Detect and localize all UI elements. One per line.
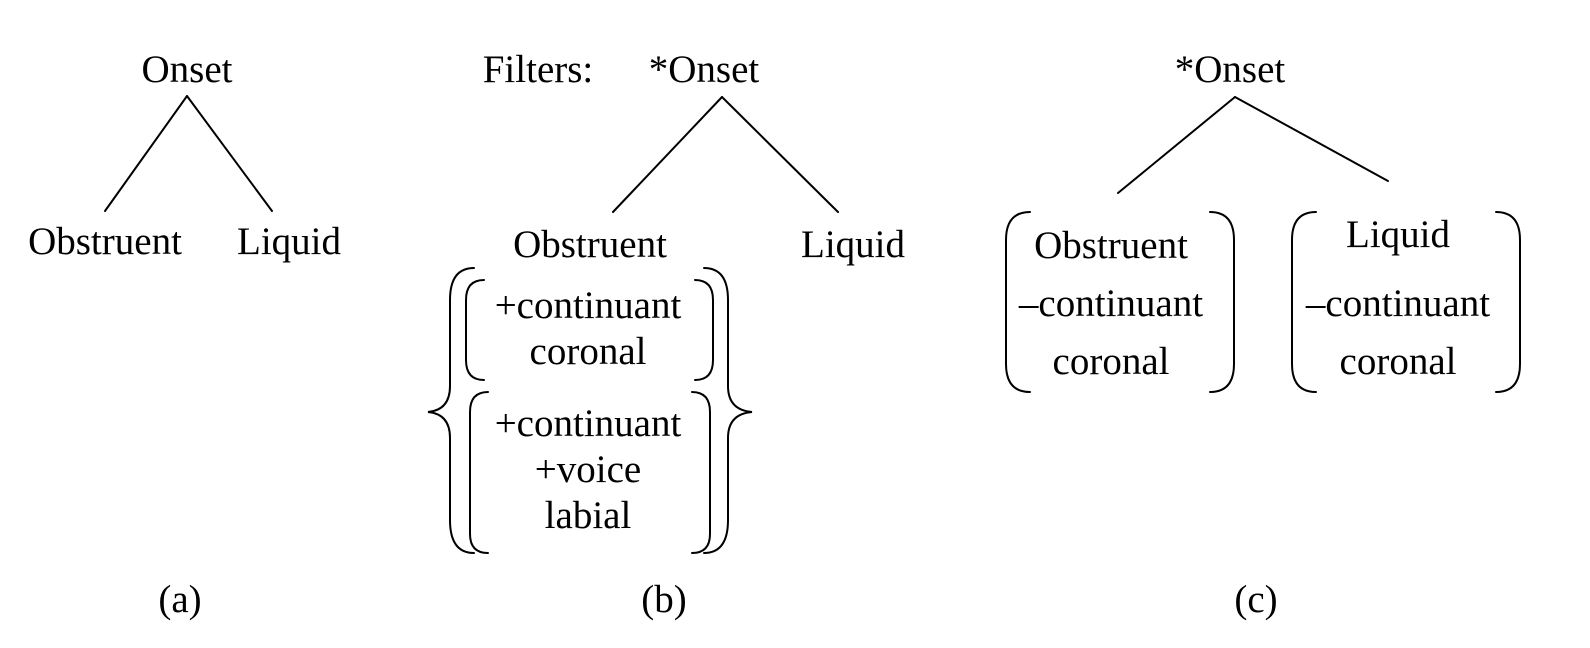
branch-a-right bbox=[186, 95, 273, 212]
c-right-feature-line: coronal bbox=[1339, 340, 1457, 383]
branch-c-left bbox=[1117, 96, 1236, 194]
c-right-feature-line: Liquid bbox=[1346, 213, 1450, 256]
c-left-feature-line: coronal bbox=[1052, 340, 1170, 383]
option1-feature-line: +continuant bbox=[494, 284, 682, 327]
panel-c-root-label: *Onset bbox=[1174, 48, 1286, 91]
option2-feature-line: +voice bbox=[534, 448, 642, 491]
panel-b-caption: (b) bbox=[641, 578, 687, 621]
panel-b-obstruent-label: Obstruent bbox=[513, 223, 667, 266]
c-right-paren-left bbox=[1291, 211, 1317, 393]
panel-a-obstruent-label: Obstruent bbox=[28, 220, 182, 263]
option2-feature-line: labial bbox=[544, 494, 632, 537]
c-left-paren-left bbox=[1005, 211, 1031, 393]
option2-feature-line: +continuant bbox=[494, 402, 682, 445]
option2-paren-left bbox=[469, 391, 489, 554]
option1-feature-line: coronal bbox=[529, 330, 647, 373]
branch-b-left bbox=[612, 96, 723, 213]
option1-paren-left bbox=[465, 279, 485, 381]
panel-a-liquid-label: Liquid bbox=[237, 220, 341, 263]
c-right-paren-right bbox=[1495, 211, 1521, 393]
c-right-feature-line: –continuant bbox=[1305, 282, 1491, 325]
curly-brace-right bbox=[703, 267, 753, 554]
panel-a-caption: (a) bbox=[158, 578, 202, 621]
panel-c-caption: (c) bbox=[1234, 578, 1278, 621]
panel-b-filters-label: Filters: bbox=[482, 48, 594, 91]
branch-b-right bbox=[721, 96, 839, 213]
branch-a-left bbox=[104, 95, 188, 212]
curly-brace-left bbox=[427, 267, 475, 554]
option1-paren-right bbox=[694, 279, 714, 381]
c-left-feature-line: Obstruent bbox=[1034, 224, 1188, 267]
panel-a-root-label: Onset bbox=[141, 48, 233, 91]
option2-paren-right bbox=[691, 391, 711, 554]
c-left-paren-right bbox=[1209, 211, 1235, 393]
c-left-feature-line: –continuant bbox=[1018, 282, 1204, 325]
branch-c-right bbox=[1234, 96, 1389, 182]
panel-b-root-label: *Onset bbox=[648, 48, 760, 91]
panel-b-liquid-label: Liquid bbox=[801, 223, 905, 266]
